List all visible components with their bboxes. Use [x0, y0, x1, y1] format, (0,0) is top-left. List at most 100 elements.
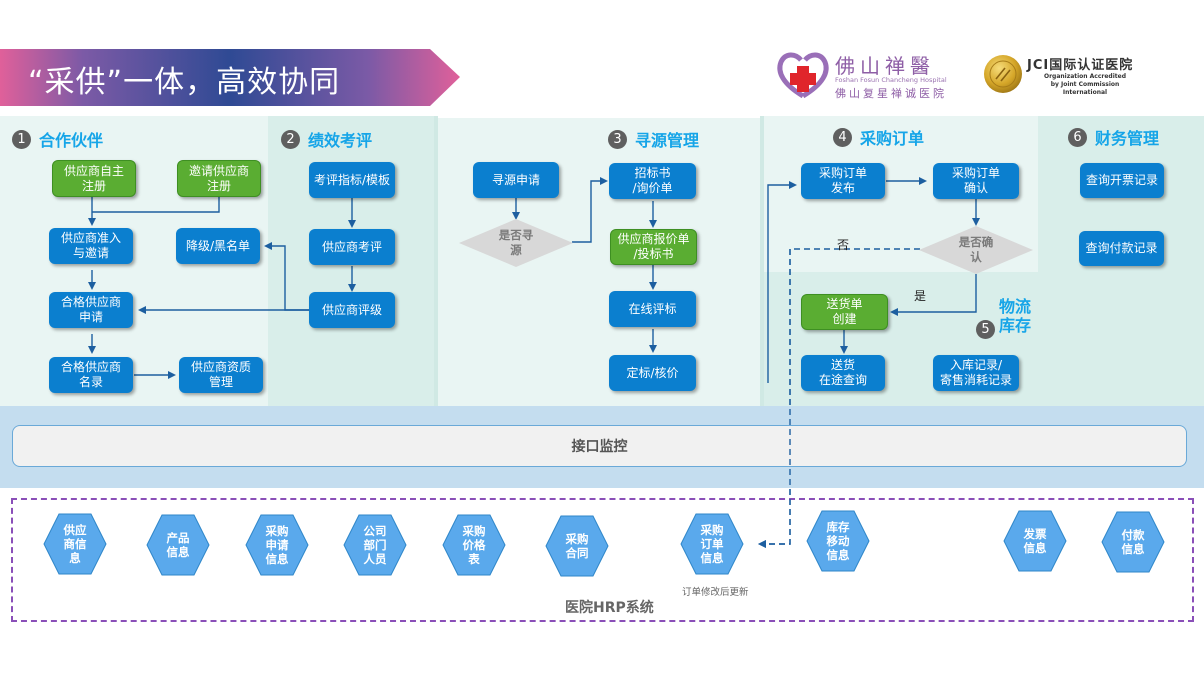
hexagon-shape	[245, 514, 309, 576]
box-sourcing-apply[interactable]: 寻源申请	[473, 162, 559, 198]
box-supplier-self-register[interactable]: 供应商自主 注册	[52, 160, 136, 197]
hrp-update-note: 订单修改后更新	[682, 587, 749, 598]
box-supplier-rating[interactable]: 供应商评级	[309, 292, 395, 328]
jci-title: JCI国际认证医院	[1027, 58, 1134, 73]
page-title: “采供”一体，高效协同	[28, 65, 341, 100]
diamond-shape	[459, 219, 573, 267]
hrp-item-label: 采购 订单 信息	[700, 523, 724, 565]
hexagon-shape	[806, 510, 870, 572]
box-label: 查询付款记录	[1085, 241, 1158, 255]
step-number: 3	[608, 129, 627, 149]
box-label: 定标/核价	[626, 365, 679, 380]
hrp-item-label: 付款 信息	[1121, 528, 1145, 556]
box-invoice-records[interactable]: 查询开票记录	[1080, 163, 1164, 198]
hrp-system-label: 医院HRP系统	[565, 600, 654, 616]
hrp-item-hexagon[interactable]: 采购 订单 信息	[680, 513, 744, 575]
box-in-transit-query[interactable]: 送货 在途查询	[801, 355, 885, 391]
box-evaluation-index-template[interactable]: 考评指标/模板	[309, 162, 395, 198]
box-po-confirm[interactable]: 采购订单 确认	[933, 163, 1019, 199]
interface-monitor-bar[interactable]: 接口监控	[12, 425, 1187, 467]
box-supplier-quote-bid[interactable]: 供应商报价单 /投标书	[610, 229, 697, 265]
hospital-name-cn-small: 佛山复星禅诚医院	[835, 87, 947, 100]
hrp-item-hexagon[interactable]: 采购 价格 表	[442, 514, 506, 576]
box-po-publish[interactable]: 采购订单 发布	[801, 163, 885, 199]
panel-gap-1	[434, 116, 438, 406]
box-label: 供应商资质 管理	[190, 360, 251, 389]
box-label: 供应商报价单 /投标书	[617, 232, 690, 261]
box-label: 查询开票记录	[1085, 173, 1158, 187]
hrp-system-container	[11, 498, 1194, 622]
hrp-item-hexagon[interactable]: 付款 信息	[1101, 511, 1165, 573]
box-label: 送货单 创建	[826, 297, 863, 326]
hrp-item-hexagon[interactable]: 采购 合同	[545, 515, 609, 577]
box-label: 邀请供应商 注册	[188, 163, 249, 193]
step-number: 1	[12, 129, 31, 149]
box-downgrade-blacklist[interactable]: 降级/黑名单	[176, 228, 260, 264]
box-label: 寻源申请	[491, 172, 540, 187]
hospital-name-cn: 佛山禅醫	[835, 54, 935, 78]
box-label: 入库记录/ 寄售消耗记录	[939, 358, 1012, 387]
hexagon-shape	[1003, 510, 1067, 572]
hrp-item-label: 采购 价格 表	[462, 524, 486, 566]
hexagon-shape	[146, 514, 210, 576]
box-label: 在线评标	[628, 301, 677, 316]
box-delivery-create[interactable]: 送货单 创建	[801, 294, 888, 330]
box-online-evaluation[interactable]: 在线评标	[609, 291, 696, 327]
section-title-performance: 2 绩效考评	[281, 127, 372, 151]
label-yes: 是	[914, 289, 927, 303]
box-supplier-qualification-mgmt[interactable]: 供应商资质 管理	[179, 357, 263, 393]
hrp-item-hexagon[interactable]: 发票 信息	[1003, 510, 1067, 572]
box-qualified-supplier-apply[interactable]: 合格供应商 申请	[49, 292, 133, 328]
step-number: 4	[833, 127, 852, 147]
step-number: 2	[281, 129, 300, 149]
box-label: 供应商评级	[321, 302, 382, 317]
jci-sub-line1: Organization Accredited	[1043, 73, 1127, 80]
hexagon-shape	[43, 513, 107, 575]
box-label: 送货 在途查询	[818, 358, 867, 387]
decision-label: 是否确 认	[958, 235, 994, 264]
hexagon-shape	[343, 514, 407, 576]
box-supplier-evaluation[interactable]: 供应商考评	[309, 229, 395, 265]
section-label: 财务管理	[1095, 129, 1160, 148]
box-label: 供应商自主 注册	[63, 163, 124, 193]
box-label: 采购订单 发布	[818, 166, 867, 195]
hexagon-shape	[680, 513, 744, 575]
hrp-item-label: 库存 移动 信息	[826, 520, 850, 562]
section-title-finance: 6 财务管理	[1068, 125, 1159, 149]
hrp-item-label: 发票 信息	[1023, 527, 1047, 555]
hospital-name-en: Foshan Fosun Chancheng Hospital	[835, 76, 947, 84]
hexagon-shape	[1101, 511, 1165, 573]
interface-label: 接口监控	[571, 439, 628, 455]
decision-sourcing: 是否寻 源	[459, 219, 573, 267]
hrp-item-hexagon[interactable]: 库存 移动 信息	[806, 510, 870, 572]
hrp-item-hexagon[interactable]: 公司 部门 人员	[343, 514, 407, 576]
box-tender-inquiry[interactable]: 招标书 /询价单	[609, 163, 696, 199]
hospital-logo: 佛山禅醫 Foshan Fosun Chancheng Hospital 佛山复…	[775, 50, 975, 102]
box-qualified-supplier-list[interactable]: 合格供应商 名录	[49, 357, 133, 393]
label-no: 否	[837, 238, 850, 252]
box-invite-supplier-register[interactable]: 邀请供应商 注册	[177, 160, 261, 197]
section-title-partner: 1 合作伙伴	[12, 127, 103, 151]
decision-po-confirm: 是否确 认	[919, 226, 1033, 274]
box-label: 合格供应商 申请	[60, 295, 121, 324]
step-number: 6	[1068, 127, 1087, 147]
hexagon-shape	[442, 514, 506, 576]
box-payment-records[interactable]: 查询付款记录	[1079, 231, 1164, 266]
hrp-item-hexagon[interactable]: 供应 商信 息	[43, 513, 107, 575]
hrp-item-hexagon[interactable]: 采购 申请 信息	[245, 514, 309, 576]
hrp-item-hexagon[interactable]: 产品 信息	[146, 514, 210, 576]
hrp-item-label: 公司 部门 人员	[363, 524, 387, 566]
section-label: 绩效考评	[308, 131, 373, 150]
box-award-pricing[interactable]: 定标/核价	[609, 355, 696, 391]
box-supplier-admission[interactable]: 供应商准入 与邀请	[49, 228, 133, 264]
section-label: 合作伙伴	[39, 131, 104, 150]
section-title-purchase-order: 4 采购订单	[833, 125, 924, 149]
box-warehouse-records[interactable]: 入库记录/ 寄售消耗记录	[933, 355, 1019, 391]
hrp-item-label: 供应 商信 息	[63, 523, 87, 565]
section-label: 采购订单	[860, 129, 925, 148]
heart-cross-icon	[777, 52, 829, 99]
box-label: 合格供应商 名录	[60, 360, 121, 389]
jci-sub-line2: by Joint Commission International	[1050, 81, 1120, 96]
box-label: 供应商考评	[321, 239, 382, 254]
box-label: 供应商准入 与邀请	[60, 231, 121, 260]
